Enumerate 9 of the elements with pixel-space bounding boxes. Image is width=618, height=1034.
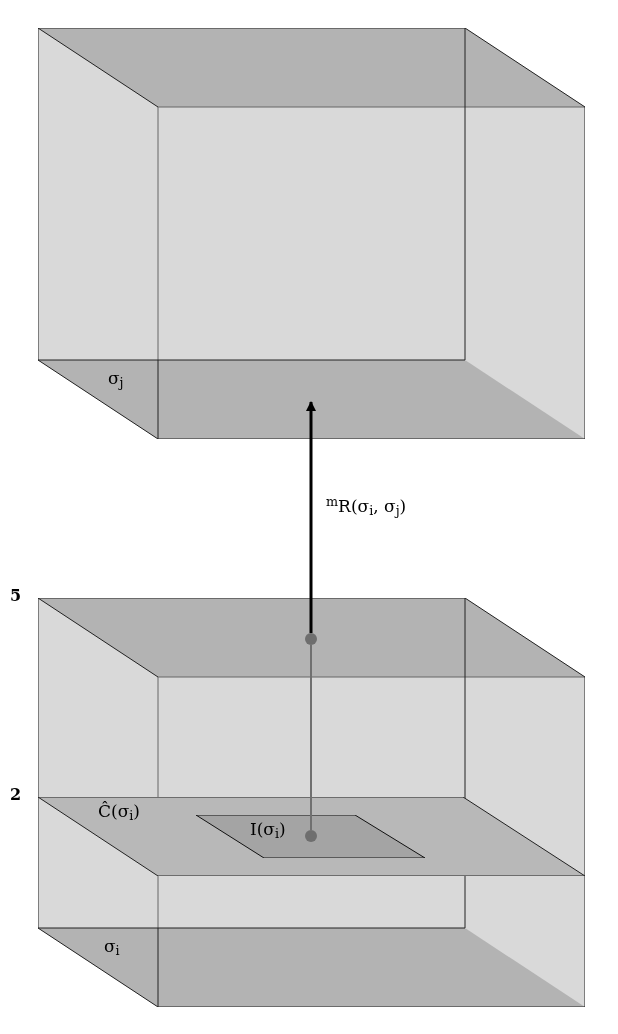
connector-line <box>310 644 312 831</box>
level-number: 5 <box>10 588 22 604</box>
node-label: σ$_{i}$ <box>104 938 120 955</box>
level-number: 2 <box>10 787 22 803</box>
arrow <box>306 401 316 633</box>
node-label: I(σ$_{i}$) <box>250 821 286 838</box>
patch <box>196 815 425 858</box>
plane <box>38 797 585 876</box>
node-label: Ĉ(σ$_{i}$) <box>98 803 140 820</box>
